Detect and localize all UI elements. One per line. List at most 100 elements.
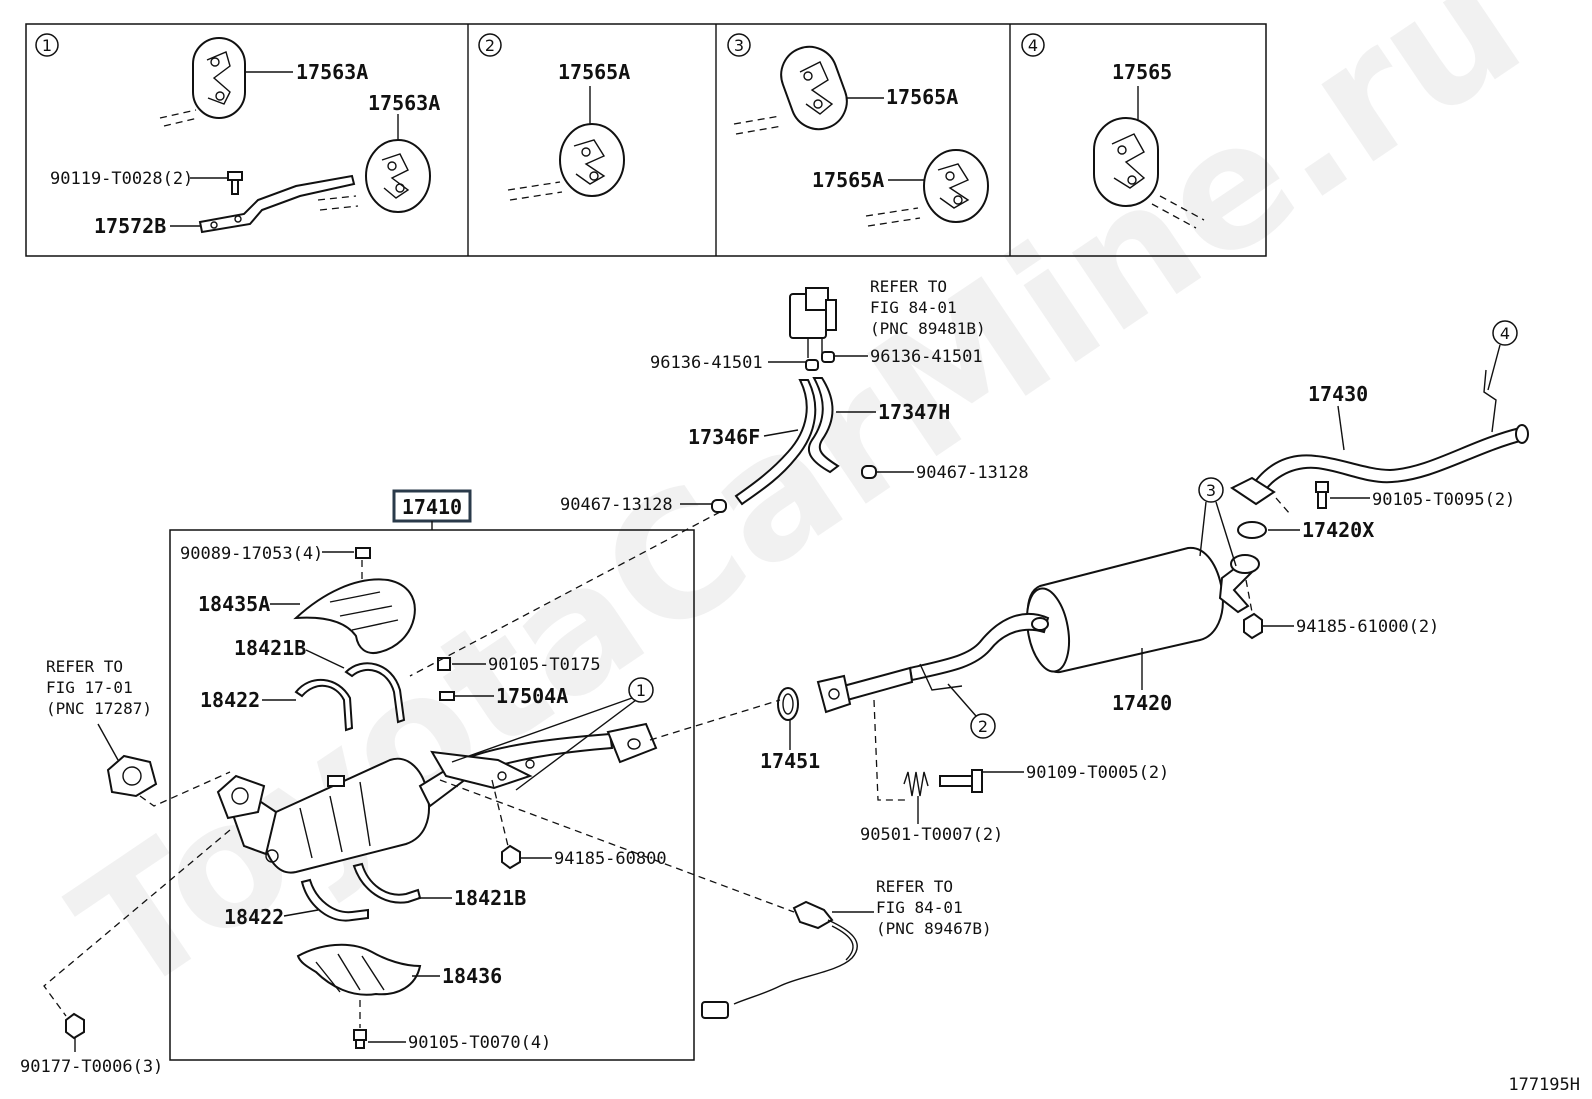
nut-icon bbox=[65, 1012, 85, 1040]
label-18436: 18436 bbox=[442, 964, 502, 988]
converter-assembly: 17410 90089-17053(4) 18435A 18421B 18422… bbox=[169, 489, 695, 1061]
label-17565A-p3-a: 17565A bbox=[886, 85, 958, 109]
nut-icon bbox=[1243, 612, 1263, 640]
callout-4: 4 bbox=[1500, 324, 1510, 343]
label-90105-T0175: 90105-T0175 bbox=[488, 655, 601, 675]
rubber-hanger-icon bbox=[1093, 117, 1159, 207]
panel-2: 2 17565A bbox=[478, 33, 630, 201]
label-96136-41501-right: 96136-41501 bbox=[870, 347, 983, 367]
clamp-band-icon bbox=[300, 862, 422, 922]
muffler-group: 3 94185-61000(2) 17420 2 bbox=[816, 477, 1439, 739]
refer-sensor-bottom-line2: FIG 84-01 bbox=[876, 898, 963, 917]
label-18435A: 18435A bbox=[198, 592, 270, 616]
panel-3-number-circle bbox=[727, 33, 751, 57]
panel-1: 1 17563A 17563A bbox=[35, 33, 440, 238]
refer-gasket-line2: FIG 17-01 bbox=[46, 678, 133, 697]
bottom-nut-group: 90177-T0006(3) bbox=[20, 829, 231, 1077]
watermark: ToyotaCarMine.ru bbox=[42, 0, 1554, 1034]
refer-gasket-line1: REFER TO bbox=[46, 657, 123, 676]
label-90089-17053: 90089-17053(4) bbox=[180, 544, 323, 564]
label-90467-13128-right: 90467-13128 bbox=[916, 463, 1029, 483]
gasket-ring-icon bbox=[1237, 521, 1267, 539]
bolt-icon bbox=[355, 547, 371, 559]
hanger-panels: 1 17563A 17563A bbox=[25, 23, 1267, 257]
heat-shield-icon bbox=[293, 578, 416, 654]
gasket-icon bbox=[106, 754, 158, 798]
rubber-hanger-icon bbox=[559, 123, 625, 197]
refer-sensor-top-line2: FIG 84-01 bbox=[870, 298, 957, 317]
label-17565: 17565 bbox=[1112, 60, 1172, 84]
label-17430: 17430 bbox=[1308, 382, 1368, 406]
label-18422-top: 18422 bbox=[200, 688, 260, 712]
refer-sensor-bottom-line3: (PNC 89467B) bbox=[876, 919, 992, 938]
label-90467-13128-left: 90467-13128 bbox=[560, 495, 673, 515]
assembly-frame bbox=[169, 529, 695, 1061]
refer-sensor-top-line3: (PNC 89481B) bbox=[870, 319, 986, 338]
panel-2-number: 2 bbox=[485, 36, 495, 55]
flange-gasket-group: 17451 90109-T0005(2) 90501-T0007(2) bbox=[760, 687, 1169, 845]
label-90105-T0095: 90105-T0095(2) bbox=[1372, 490, 1515, 510]
label-18421B-top: 18421B bbox=[234, 636, 306, 660]
panel-2-number-circle bbox=[478, 33, 502, 57]
label-17420: 17420 bbox=[1112, 691, 1172, 715]
clip-icon bbox=[439, 691, 455, 701]
refer-sensor-bottom-line1: REFER TO bbox=[876, 877, 953, 896]
label-17410: 17410 bbox=[402, 495, 462, 519]
callout-4-circle bbox=[1492, 320, 1518, 346]
panel-4: 4 17565 bbox=[1021, 33, 1205, 229]
callout-2-circle bbox=[970, 713, 996, 739]
rubber-hanger-icon bbox=[780, 45, 848, 131]
label-18422-bottom: 18422 bbox=[224, 905, 284, 929]
bolt-icon bbox=[939, 769, 983, 793]
gasket-ring-icon bbox=[777, 687, 799, 721]
bracket-icon bbox=[198, 174, 356, 234]
rubber-hanger-icon bbox=[192, 37, 246, 119]
label-17420X: 17420X bbox=[1302, 518, 1374, 542]
tail-pipe-group: 4 17430 90105-T0095(2) 17420X bbox=[1230, 320, 1529, 542]
label-90119-T0028: 90119-T0028(2) bbox=[50, 169, 193, 189]
label-18421B-bottom: 18421B bbox=[454, 886, 526, 910]
bolt-icon bbox=[227, 171, 243, 195]
bolt-icon bbox=[1315, 481, 1329, 509]
figure-code: 177195H bbox=[1508, 1075, 1580, 1095]
label-17572B: 17572B bbox=[94, 214, 166, 238]
vacuum-hose-icon bbox=[807, 377, 840, 474]
pressure-sensor-group: REFER TO FIG 84-01 (PNC 89481B) 96136-41… bbox=[560, 277, 1029, 515]
panel-3: 3 17565A 17565A bbox=[727, 33, 989, 227]
label-17346F: 17346F bbox=[688, 425, 760, 449]
callout-1: 1 bbox=[636, 681, 646, 700]
refer-gasket-line3: (PNC 17287) bbox=[46, 699, 152, 718]
callout-3-circle bbox=[1198, 477, 1224, 503]
panel-4-number: 4 bbox=[1028, 36, 1038, 55]
label-17451: 17451 bbox=[760, 749, 820, 773]
oxygen-sensor-icon bbox=[701, 900, 858, 1019]
refer-sensor-top-line1: REFER TO bbox=[870, 277, 947, 296]
rubber-hanger-icon bbox=[923, 149, 989, 223]
callout-1-circle bbox=[628, 677, 654, 703]
label-96136-41501-left: 96136-41501 bbox=[650, 353, 763, 373]
clamp-band-icon bbox=[294, 662, 406, 732]
hose-clamp-icon bbox=[711, 499, 727, 513]
label-17565A-p2: 17565A bbox=[558, 60, 630, 84]
inlet-gasket-group: REFER TO FIG 17-01 (PNC 17287) bbox=[46, 657, 231, 807]
panel-3-number: 3 bbox=[734, 36, 744, 55]
label-17563A-b: 17563A bbox=[368, 91, 440, 115]
label-17347H: 17347H bbox=[878, 400, 950, 424]
vacuum-hose-icon bbox=[734, 379, 817, 506]
hose-leader-dash bbox=[409, 511, 721, 677]
tail-pipe-icon bbox=[1230, 369, 1529, 506]
panel-1-number: 1 bbox=[42, 36, 52, 55]
spring-icon bbox=[903, 771, 929, 797]
label-90109-T0005: 90109-T0005(2) bbox=[1026, 763, 1169, 783]
label-17565A-p3-b: 17565A bbox=[812, 168, 884, 192]
clip-icon bbox=[821, 351, 835, 363]
label-90105-T0070: 90105-T0070(4) bbox=[408, 1033, 551, 1053]
label-17563A-a: 17563A bbox=[296, 60, 368, 84]
label-90177-T0006: 90177-T0006(3) bbox=[20, 1057, 163, 1077]
label-17504A: 17504A bbox=[496, 684, 568, 708]
callout-3: 3 bbox=[1206, 481, 1216, 500]
nut-icon bbox=[501, 844, 521, 870]
panel-4-number-circle bbox=[1021, 33, 1045, 57]
hose-clamp-icon bbox=[861, 465, 877, 479]
